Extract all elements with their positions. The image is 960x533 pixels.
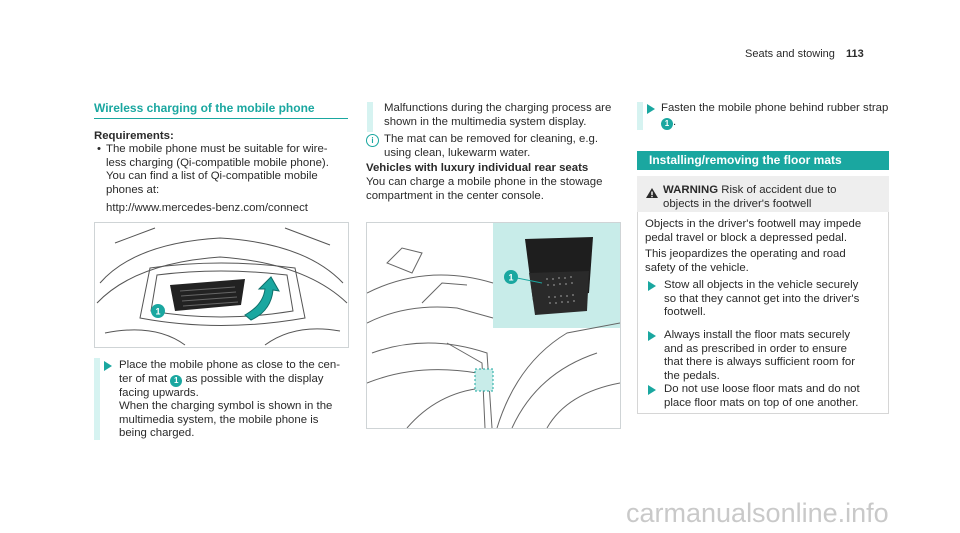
step-arrow-icon [648,331,656,341]
warning-body-text: Objects in the driver's footwell may imp… [645,218,862,274]
warning-box [637,176,889,212]
section-banner-floor-mats: Installing/removing the floor mats [637,151,889,170]
banner-title: Installing/removing the floor mats [649,153,842,167]
center-console-illustration: 1 [367,223,620,428]
step-arrow-icon [648,281,656,291]
heading-rule [94,118,348,119]
req-bullet: • [97,143,101,155]
section-name: Seats and stowing [745,48,835,60]
section-heading-wireless: Wireless charging of the mobile phone [94,101,315,115]
note-text: The mat can be removed for cleaning, e.g… [384,133,599,159]
warning-label: WARNING [663,184,719,196]
luxury-seats-text: You can charge a mobile phone in the sto… [366,176,603,202]
step-arrow-icon [647,104,655,114]
step-install-mats: Always install the floor mats securely a… [664,329,855,382]
step-arrow-icon [648,385,656,395]
step-stow-objects: Stow all objects in the vehicle securely… [664,279,860,319]
step-bar-1 [94,358,100,440]
callout-badge: 1 [170,374,183,387]
svg-text:1: 1 [155,307,160,317]
malfunction-bar [367,102,373,132]
step-arrow-icon [104,361,112,371]
callout-badge: 1 [661,117,673,130]
step-place-phone: Place the mobile phone as close to the c… [119,359,340,440]
step-loose-mats: Do not use loose floor mats and do not p… [664,383,860,409]
info-icon: i [366,134,379,147]
figure-center-console-stowage: 1 [366,222,621,429]
figure-wireless-charging-mat: 1 [94,222,349,348]
watermark: carmanualsonline.info [626,498,889,528]
step-bar-fasten [637,102,643,130]
connect-url: http://www.mercedes-benz.com/connect [106,202,308,215]
malfunction-text: Malfunctions during the charging process… [384,102,612,128]
svg-text:1: 1 [508,273,513,283]
requirements-title: Requirements: [94,130,174,142]
running-header: Seats and stowing 113 [745,48,864,62]
requirements-text: The mobile phone must be suitable for wi… [106,143,329,215]
luxury-seats-title: Vehicles with luxury individual rear sea… [366,162,589,174]
charging-mat-illustration: 1 [96,227,348,346]
page-number: 113 [845,48,864,60]
warning-text: WARNING Risk of accident due to objects … [663,184,837,210]
warning-triangle-icon [646,188,658,198]
step-fasten-phone: Fasten the mobile phone behind rubber st… [661,102,889,130]
warning-body-frame [637,212,889,414]
